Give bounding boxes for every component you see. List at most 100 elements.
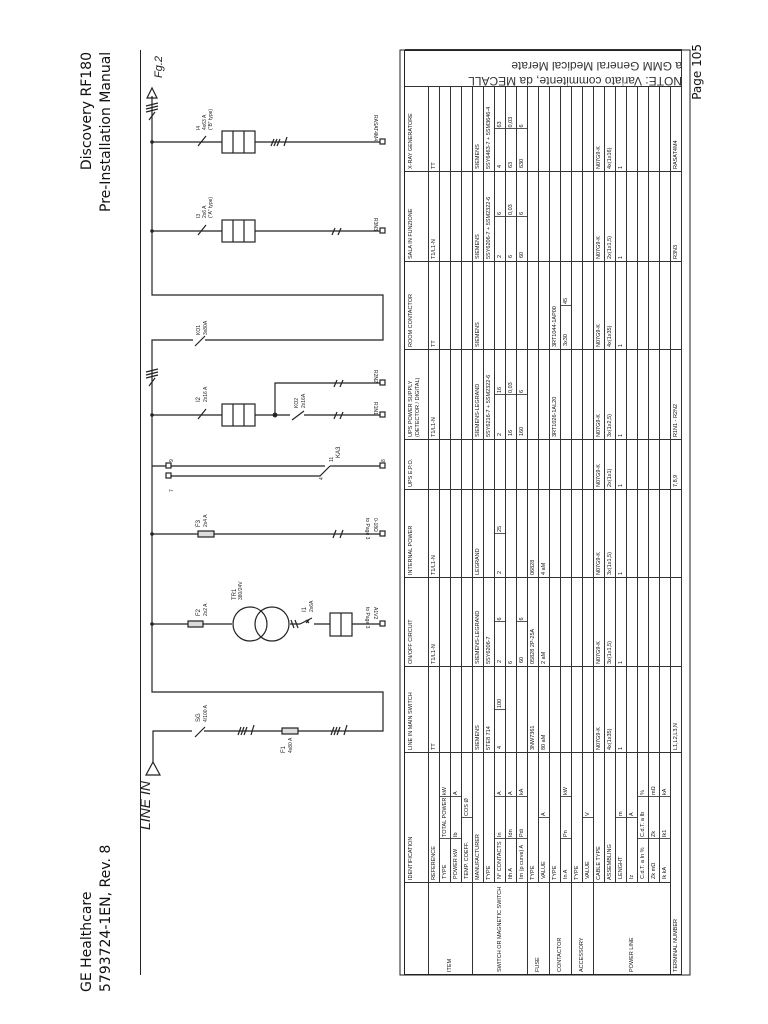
ko1-rating: 3x80A bbox=[203, 320, 209, 335]
table-cell bbox=[440, 577, 451, 666]
table-cell: N07G9-K bbox=[594, 489, 605, 577]
identification-row-part: TOTAL POWER bbox=[440, 796, 450, 838]
table-cell bbox=[638, 489, 649, 577]
table-cell bbox=[649, 261, 660, 349]
table-cell: RASAT4M4 bbox=[671, 86, 682, 171]
table-cell: 2x(1x1,5) bbox=[605, 171, 616, 261]
table-cell bbox=[495, 261, 506, 349]
table-cell bbox=[572, 349, 583, 439]
identification-row-part: mΩ bbox=[651, 786, 657, 795]
identification-row: TYPE bbox=[484, 752, 495, 882]
table-cell-part: 16 bbox=[497, 386, 503, 393]
table-cell-part: 6 bbox=[519, 617, 525, 621]
item-header-blank bbox=[405, 882, 429, 974]
identification-row: TYPE bbox=[528, 752, 539, 882]
table-cell bbox=[528, 349, 539, 439]
table-cell bbox=[671, 261, 682, 349]
table-cell bbox=[440, 439, 451, 489]
ko2-rating: 2x16A bbox=[301, 393, 307, 408]
identification-row-part: m bbox=[618, 811, 624, 816]
table-cell: N07G9-K bbox=[594, 666, 605, 752]
main-bus bbox=[151, 96, 384, 763]
table-cell bbox=[517, 261, 528, 349]
identification-row-part: TEMP. COEFF. bbox=[462, 817, 472, 880]
table-cell bbox=[627, 439, 638, 489]
table-cell bbox=[462, 349, 473, 439]
table-cell bbox=[627, 666, 638, 752]
table-cell-part: 100 bbox=[497, 698, 503, 708]
table-cell: 5TE8 714 bbox=[484, 666, 495, 752]
table-cell bbox=[528, 439, 539, 489]
breakers-i2-i3-i4 bbox=[197, 135, 207, 420]
table-cell bbox=[506, 261, 517, 349]
table-cell: SIEMENS-LEGRAND bbox=[473, 577, 484, 666]
table-cell bbox=[583, 577, 594, 666]
identification-row-part: In bbox=[495, 796, 505, 838]
ka3-terminal-9: 9 bbox=[169, 459, 175, 462]
identification-row-part: kW bbox=[563, 787, 569, 795]
table-cell bbox=[539, 261, 550, 349]
table-cell bbox=[462, 171, 473, 261]
i4-name: I4 bbox=[196, 126, 202, 130]
identification-header: IDENTIFICATION bbox=[405, 752, 429, 882]
identification-row-part: Pn bbox=[561, 796, 571, 838]
f2-name: F2 bbox=[196, 608, 202, 616]
figure-label: Fg.2 bbox=[153, 56, 165, 78]
table-cell: L1,L2,L3,N bbox=[671, 666, 682, 752]
identification-row-part: Ith A bbox=[506, 838, 516, 880]
r2n2-terminal: R2N2 bbox=[372, 370, 378, 383]
table-cell-part: 6 bbox=[497, 211, 503, 215]
table-cell bbox=[506, 666, 517, 752]
table-cell bbox=[572, 171, 583, 261]
table-cell bbox=[440, 261, 451, 349]
table-cell bbox=[649, 577, 660, 666]
i1-name: I1 bbox=[302, 606, 308, 612]
identification-row-part: A bbox=[629, 812, 635, 816]
table-cell: 4 aM bbox=[539, 489, 550, 577]
group-label: ITEM bbox=[429, 882, 473, 974]
table-cell-part: 2 bbox=[495, 621, 505, 664]
i2-name: I2 bbox=[196, 396, 202, 402]
rcd-box-i3 bbox=[221, 219, 256, 243]
table-cell: 5SY6206-7 + 5SM2322-6 bbox=[484, 171, 495, 261]
identification-row-part: kA bbox=[519, 788, 525, 795]
table-cell: 3RT1026-1AL20 bbox=[550, 349, 561, 439]
table-cell bbox=[440, 86, 451, 171]
column-header: UPS POWER SUPPLY (DETECTOR / DIGITAL) bbox=[405, 349, 429, 439]
fuse-f1 bbox=[281, 727, 299, 735]
d18-terminal: 0-18Ω bbox=[372, 518, 378, 532]
f1-rating: 4x80 A bbox=[288, 737, 294, 753]
table-cell bbox=[649, 349, 660, 439]
table-cell: 1 bbox=[616, 171, 627, 261]
fig-continuation-arrow bbox=[146, 86, 158, 99]
ka3-terminal-7: 7 bbox=[169, 489, 175, 492]
identification-row-part: C.d.T. a In % bbox=[638, 838, 648, 880]
table-cell bbox=[440, 349, 451, 439]
table-cell bbox=[572, 86, 583, 171]
table-cell bbox=[627, 86, 638, 171]
table-cell bbox=[660, 439, 671, 489]
column-header: LINE IN MAIN SWITCH bbox=[405, 666, 429, 752]
identification-row: CABLE TYPE bbox=[594, 752, 605, 882]
header-rule bbox=[140, 50, 141, 975]
table-cell: 5SY6206-7 bbox=[484, 577, 495, 666]
column-header: ROOM CONTACTOR bbox=[405, 261, 429, 349]
table-cell: SIEMENS bbox=[473, 86, 484, 171]
identification-row-part: A bbox=[541, 812, 547, 816]
table-cell: TT bbox=[429, 261, 440, 349]
table-cell bbox=[649, 439, 660, 489]
table-cell bbox=[638, 86, 649, 171]
table-cell bbox=[660, 261, 671, 349]
table-cell: 80 aM bbox=[539, 666, 550, 752]
identification-row-part: A bbox=[453, 791, 459, 795]
table-cell: 3RT1044-1AP00 bbox=[550, 261, 561, 349]
table-cell bbox=[561, 86, 572, 171]
identification-row-part: C.d.T. a Ib bbox=[638, 796, 648, 838]
table-cell-part: 25 bbox=[497, 525, 503, 532]
